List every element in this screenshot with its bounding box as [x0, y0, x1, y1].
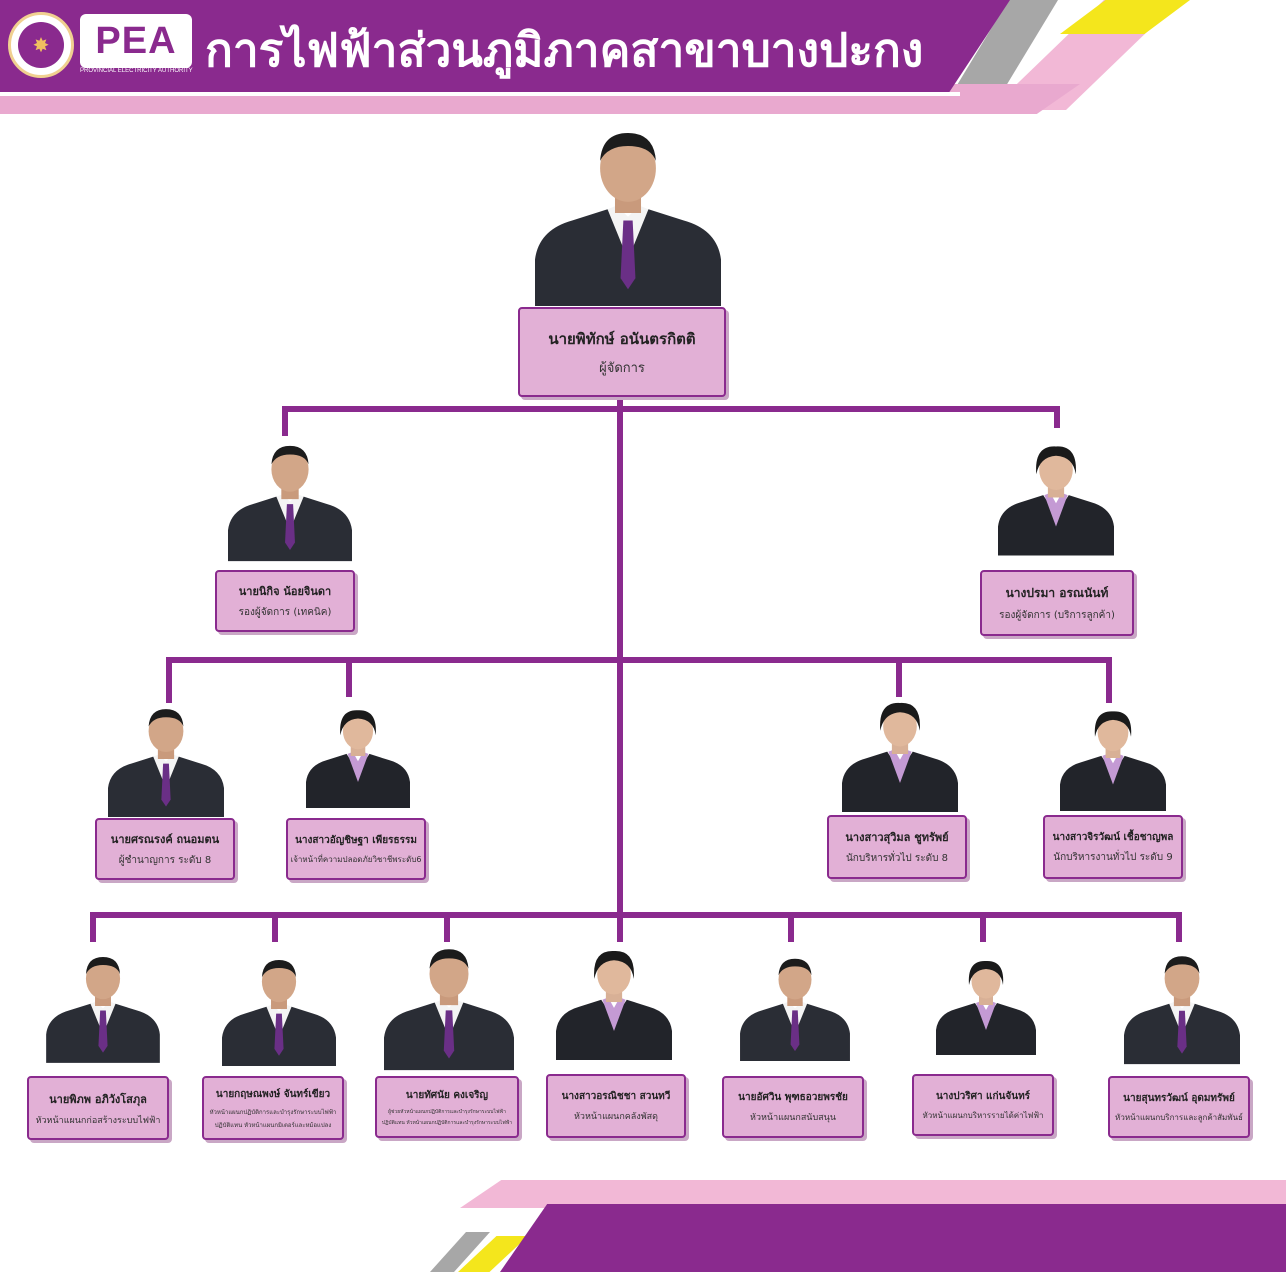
connector-deputy-left: [282, 406, 288, 436]
manager-photo: [535, 118, 721, 308]
head-2-photo: [222, 940, 336, 1078]
head-5-photo: [740, 934, 850, 1078]
head-3-name: นายทัศนัย คงเจริญ: [405, 1089, 489, 1101]
connector-head-5: [788, 912, 794, 942]
pea-logo: ✸ PEA PROVINCIAL ELECTRICITY AUTHORITY: [8, 12, 193, 80]
staff-1-position: ผู้ชำนาญการ ระดับ 8: [118, 855, 212, 866]
connector-head-6: [980, 912, 986, 942]
head-1-photo: [46, 934, 160, 1078]
head-1-name: นายพิภพ อภิวังโสภุล: [49, 1092, 147, 1106]
head-4-photo: [556, 928, 672, 1076]
connector-head-4: [617, 912, 623, 942]
staff-3-photo: [842, 692, 958, 816]
connector-head-1: [90, 912, 96, 942]
head-2-card: นายกฤษณพงษ์ จันทร์เขียว หัวหน้าแผนกปฏิบั…: [202, 1076, 344, 1140]
footer-bar: [500, 1204, 1286, 1272]
head-6-position: หัวหน้าแผนกบริหารรายได้ค่าไฟฟ้า: [922, 1110, 1044, 1120]
connector-staff-1: [166, 657, 172, 703]
head-6-name: นางปวริศา แก่นจันทร์: [935, 1090, 1031, 1102]
staff-2-card: นางสาวอัญชิษฐา เพียรธรรม เจ้าหน้าที่ความ…: [286, 818, 426, 880]
manager-card: นายพิทักษ์ อนันตรกิตติ ผู้จัดการ: [518, 307, 726, 397]
connector-deputy-bar: [282, 406, 1060, 412]
head-4-name: นางสาวอรณิชชา สวนทวี: [561, 1091, 671, 1102]
page-title: การไฟฟ้าส่วนภูมิภาคสาขาบางปะกง: [205, 23, 924, 77]
header-accent-yellow: [1060, 0, 1190, 34]
head-5-card: นายอัศวิน พุฑธอวยพรชัย หัวหน้าแผนกสนับสน…: [722, 1076, 864, 1138]
head-4-position: หัวหน้าแผนกคลังพัสดุ: [573, 1112, 658, 1122]
deputy-customer-name: นางปรมา อรณนันท์: [1005, 585, 1109, 600]
header-divider: [0, 92, 960, 96]
footer-stripe-pink: [460, 1180, 1286, 1208]
staff-1-name: นายศรณรงค์ ถนอมตน: [110, 833, 220, 846]
connector-staff-bar: [166, 657, 1112, 663]
manager-position: ผู้จัดการ: [599, 360, 645, 376]
head-6-photo: [936, 934, 1036, 1076]
head-2-name: นายกฤษณพงษ์ จันทร์เขียว: [215, 1088, 331, 1100]
head-1-card: นายพิภพ อภิวังโสภุล หัวหน้าแผนกก่อสร้างร…: [27, 1076, 169, 1140]
staff-2-position: เจ้าหน้าที่ความปลอดภัยวิชาชีพระดับ6: [290, 854, 422, 864]
connector-staff-3: [896, 657, 902, 697]
head-7-position: หัวหน้าแผนกบริการและลูกค้าสัมพันธ์: [1115, 1112, 1243, 1122]
manager-name: นายพิทักษ์ อนันตรกิตติ: [548, 329, 696, 348]
head-2-position: หัวหน้าแผนกปฏิบัติการและบำรุงรักษาระบบไฟ…: [209, 1108, 337, 1116]
staff-4-photo: [1060, 698, 1166, 818]
head-4-card: นางสาวอรณิชชา สวนทวี หัวหน้าแผนกคลังพัสด…: [546, 1074, 686, 1138]
staff-1-card: นายศรณรงค์ ถนอมตน ผู้ชำนาญการ ระดับ 8: [95, 818, 235, 880]
connector-deputy-right: [1054, 406, 1060, 428]
head-5-name: นายอัศวิน พุฑธอวยพรชัย: [738, 1092, 848, 1103]
deputy-customer-card: นางปรมา อรณนันท์ รองผู้จัดการ (บริการลูก…: [980, 570, 1134, 636]
head-3-photo: [384, 934, 514, 1076]
connector-head-2: [272, 912, 278, 942]
connector-staff-4: [1106, 657, 1112, 703]
pea-emblem-icon: ✸: [8, 12, 74, 78]
connector-head-7: [1176, 912, 1182, 942]
deputy-customer-photo: [998, 420, 1114, 570]
staff-2-name: นางสาวอัญชิษฐา เพียรธรรม: [295, 834, 417, 846]
head-3-position: ผู้ช่วยหัวหน้าแผนกปฏิบัติการและบำรุงรักษ…: [388, 1108, 506, 1115]
head-5-position: หัวหน้าแผนกสนับสนุน: [750, 1113, 836, 1123]
connector-staff-2: [346, 657, 352, 697]
deputy-technical-position: รองผู้จัดการ (เทคนิค): [238, 607, 332, 618]
deputy-technical-photo: [228, 426, 352, 572]
staff-4-card: นางสาวจิรวัฒน์ เชื้อชาญพล นักบริหารงานทั…: [1043, 815, 1183, 879]
head-3-position-2: ปฏิบัติแทน หัวหน้าแผนกปฏิบัติการและบำรุง…: [381, 1119, 513, 1126]
head-3-card: นายทัศนัย คงเจริญ ผู้ช่วยหัวหน้าแผนกปฏิบ…: [375, 1076, 519, 1138]
head-7-card: นายสุนทรวัฒน์ อุดมทรัพย์ หัวหน้าแผนกบริก…: [1108, 1076, 1250, 1138]
connector-heads-bar: [90, 912, 1182, 918]
head-1-position: หัวหน้าแผนกก่อสร้างระบบไฟฟ้า: [35, 1115, 161, 1126]
head-6-card: นางปวริศา แก่นจันทร์ หัวหน้าแผนกบริหารรา…: [912, 1074, 1054, 1136]
deputy-technical-name: นายนิกิจ น้อยจินดา: [238, 585, 332, 598]
head-7-photo: [1124, 934, 1240, 1078]
logo-text: PEA: [80, 14, 192, 68]
staff-3-position: นักบริหารทั่วไป ระดับ 8: [845, 853, 949, 864]
staff-4-name: นางสาวจิรวัฒน์ เชื้อชาญพล: [1052, 831, 1174, 843]
connector-head-3: [444, 912, 450, 942]
logo-subtext: PROVINCIAL ELECTRICITY AUTHORITY: [80, 68, 193, 74]
staff-2-photo: [306, 692, 410, 820]
head-7-name: นายสุนทรวัฒน์ อุดมทรัพย์: [1123, 1092, 1235, 1104]
head-2-position-2: ปฏิบัติแทน หัวหน้าแผนกมิเตอร์และหม้อแปลง: [214, 1121, 332, 1129]
staff-1-photo: [108, 698, 224, 820]
deputy-customer-position: รองผู้จัดการ (บริการลูกค้า): [999, 609, 1115, 621]
staff-3-card: นางสาวสุวิมล ชูทรัพย์ นักบริหารทั่วไป ระ…: [827, 815, 967, 879]
staff-3-name: นางสาวสุวิมล ชูทรัพย์: [845, 831, 949, 844]
staff-4-position: นักบริหารงานทั่วไป ระดับ 9: [1053, 851, 1173, 863]
deputy-technical-card: นายนิกิจ น้อยจินดา รองผู้จัดการ (เทคนิค): [215, 570, 355, 632]
